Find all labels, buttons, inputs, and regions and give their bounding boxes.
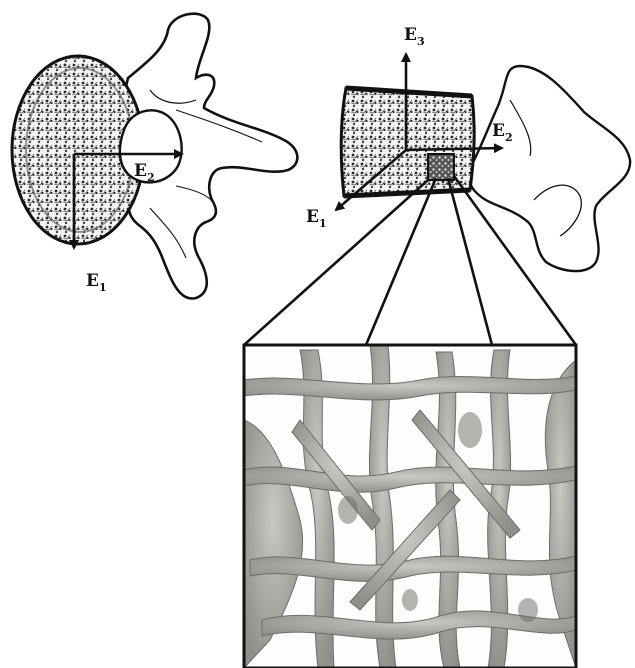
- right-vertebra-sagittal-view: E3 E2 E1: [306, 25, 630, 271]
- sample-region: [428, 154, 454, 180]
- right-axis-e3-label: E3: [404, 25, 425, 48]
- posterior-element: [468, 66, 630, 271]
- left-vertebra-axial-view: E1 E2: [12, 14, 297, 299]
- left-axis-e1-label: E1: [86, 271, 107, 294]
- right-axis-e1-label: E1: [306, 207, 327, 230]
- trabecular-bone-closeup: [244, 345, 576, 668]
